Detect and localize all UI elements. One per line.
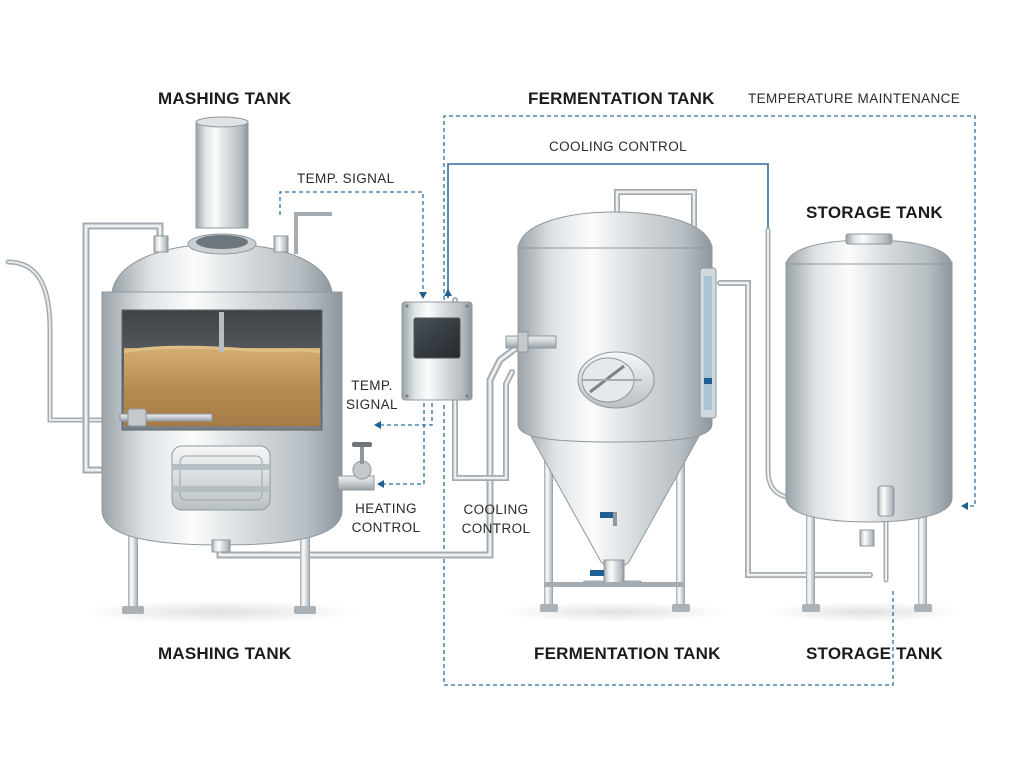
cooling-control-mid-line1: COOLING: [463, 502, 529, 517]
heating-control-line2: CONTROL: [351, 520, 421, 535]
temp-signal-top-label: TEMP. SIGNAL: [297, 171, 395, 186]
temperature-maintenance-line: [443, 115, 976, 510]
storage-tank-title: STORAGE TANK: [806, 203, 943, 222]
signal-lines: [279, 115, 976, 686]
fermentation-tank-dome: [517, 211, 713, 249]
mashing-tank-chimney: [195, 121, 249, 229]
cooling-control-mid-label: COOLING CONTROL: [458, 500, 534, 538]
storage-tank-leg: [918, 510, 927, 610]
fermentation-tank: [505, 211, 717, 612]
storage-tank-leg: [806, 510, 815, 610]
storage-tank-shadow: [765, 602, 965, 622]
cooling-control-top-label: COOLING CONTROL: [549, 139, 688, 154]
temp-signal-left-line: [374, 403, 433, 429]
temperature-probe: [119, 413, 213, 422]
control-panel: [401, 301, 473, 401]
fermentation-tank-leg: [676, 450, 685, 610]
fermentation-tank-title: FERMENTATION TANK: [528, 89, 715, 108]
heating-control-line: [377, 403, 425, 488]
control-panel-screen: [413, 317, 461, 359]
mashing-tank-hatch: [171, 445, 271, 511]
mashing-tank-leg: [300, 520, 310, 612]
cooling-control-line: [447, 163, 769, 298]
storage-tank-caption: STORAGE TANK: [806, 644, 943, 663]
heating-control-line1: HEATING: [355, 501, 417, 516]
mashing-tank-leg: [128, 520, 138, 612]
cooling-control-mid-line2: CONTROL: [461, 521, 531, 536]
temperature-maintenance-label: TEMPERATURE MAINTENANCE: [748, 91, 961, 106]
heating-control-label: HEATING CONTROL: [348, 499, 424, 537]
fermentation-tank-shadow: [500, 602, 730, 622]
fermentation-tank-caption: FERMENTATION TANK: [534, 644, 721, 663]
temp-signal-left-line2: SIGNAL: [346, 397, 398, 412]
mashing-tank-shadow: [80, 600, 360, 624]
heating-valve: [337, 442, 375, 491]
grain-bed: [124, 348, 320, 426]
mashing-tank-caption: MASHING TANK: [158, 644, 292, 663]
storage-tank: [785, 233, 953, 612]
fermentation-tank-body: [517, 245, 713, 443]
storage-outlet-valve: [877, 485, 895, 517]
temp-signal-left-label: TEMP. SIGNAL: [344, 376, 400, 414]
storage-tank-body: [785, 261, 953, 523]
bottom-return-line: [443, 405, 894, 686]
temp-signal-top-line: [279, 191, 427, 299]
fermentation-tank-leg: [544, 450, 553, 610]
mashing-tank: [101, 116, 375, 614]
temp-signal-left-line1: TEMP.: [351, 378, 393, 393]
mashing-tank-title: MASHING TANK: [158, 89, 292, 108]
